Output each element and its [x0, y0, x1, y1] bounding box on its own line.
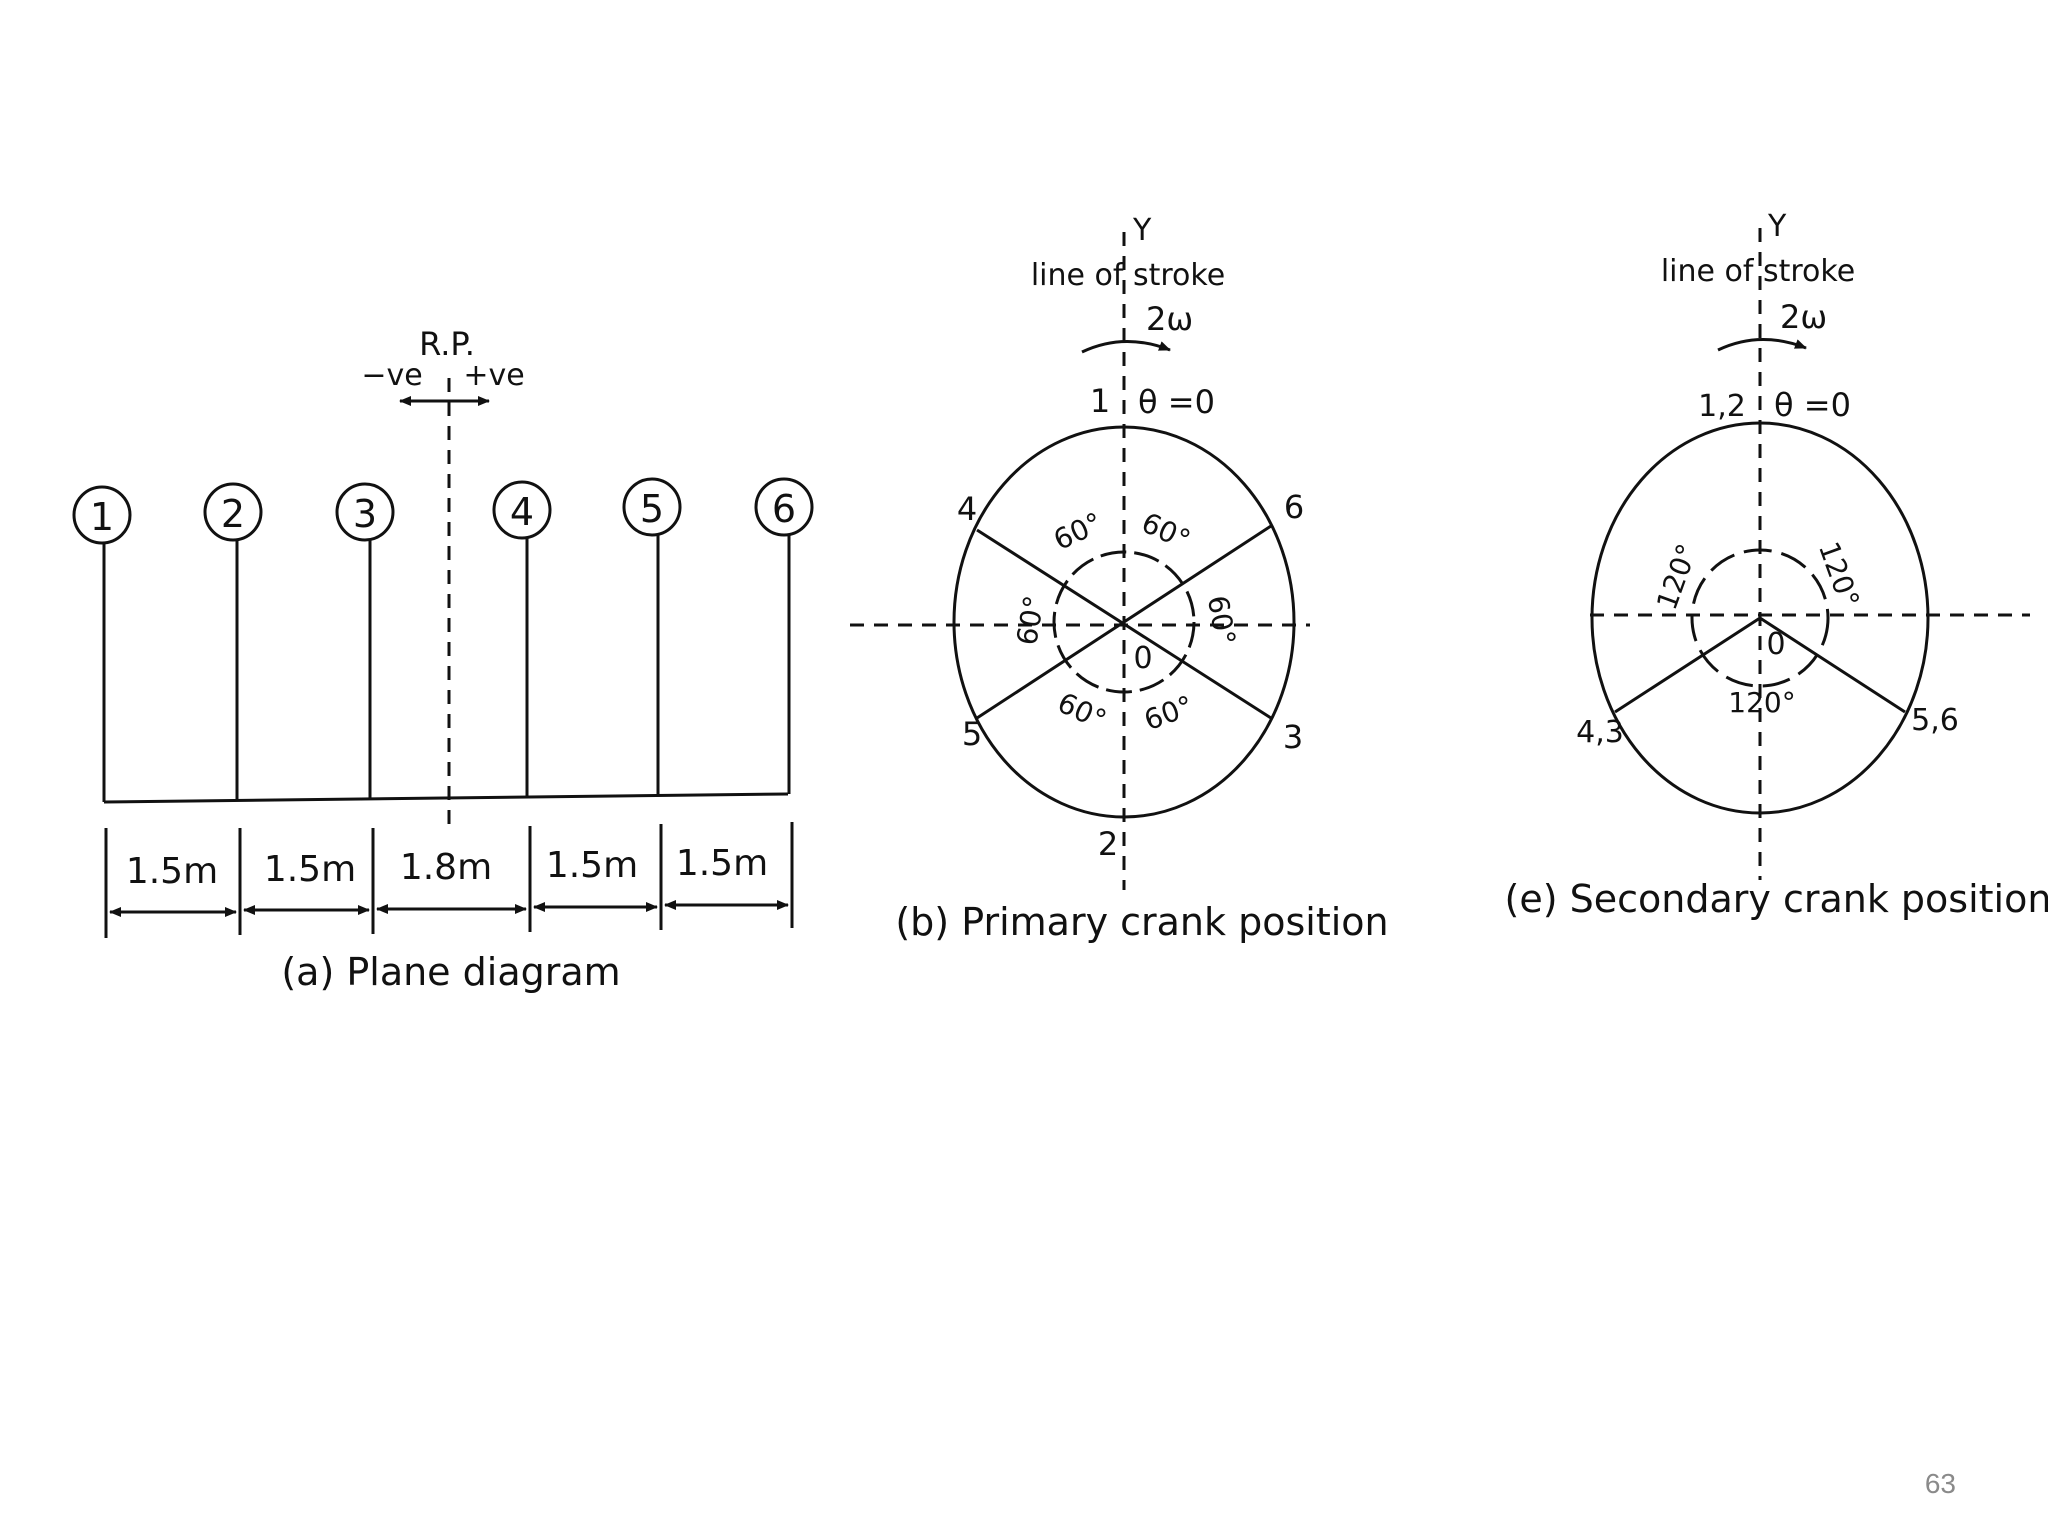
secondary-centre-label: 0: [1766, 627, 1785, 662]
primary-angle-label-4: 60°: [1201, 593, 1242, 648]
cylinder-6-label: 6: [772, 487, 796, 531]
cylinder-5-label: 5: [640, 487, 664, 531]
primary-crank-label-4: 4: [957, 490, 977, 528]
primary-theta-label: θ =0: [1138, 383, 1215, 421]
secondary-crank-label-4-3: 4,3: [1576, 715, 1624, 750]
cylinder-4-label: 4: [510, 490, 534, 534]
secondary-angle-label-1: 120°: [1650, 539, 1704, 614]
reference-plane-label: R.P.: [419, 325, 475, 363]
secondary-crank-line-4-3: [1614, 616, 1761, 714]
primary-crank-line-4-3: [976, 528, 1272, 720]
primary-angle-label-5: 60°: [1053, 686, 1112, 737]
primary-rotation-arrow: [1081, 340, 1171, 354]
secondary-theta-label: θ =0: [1774, 386, 1851, 424]
primary-crank-label-1: 1: [1090, 382, 1110, 420]
cylinder-6-circle: [754, 477, 814, 537]
positive-direction-label: +ve: [463, 358, 524, 393]
primary-crank-label-5: 5: [962, 715, 982, 753]
spacing-label-5: 1.5m: [676, 843, 768, 884]
negative-direction-label: −ve: [361, 358, 422, 393]
plane-baseline: [103, 792, 789, 804]
secondary-crank-line-5-6: [1759, 616, 1906, 714]
secondary-angle-label-3: 120°: [1728, 686, 1795, 719]
primary-crank-label-3: 3: [1283, 718, 1303, 756]
primary-centre-label: 0: [1133, 641, 1152, 676]
secondary-crank-label-5-6: 5,6: [1911, 703, 1959, 738]
page-number: 63: [1924, 1468, 1956, 1499]
cylinder-4-circle: [492, 480, 552, 540]
spacing-label-1: 1.5m: [126, 851, 218, 892]
secondary-line-of-stroke-label: line of stroke: [1661, 254, 1855, 289]
primary-angle-label-3: 60°: [1010, 593, 1051, 648]
primary-axis-label: Y: [1132, 213, 1152, 248]
secondary-crank-label-1-2: 1,2: [1698, 389, 1746, 424]
secondary-crank-caption: (e) Secondary crank position: [1505, 877, 2048, 921]
plane-diagram-caption: (a) Plane diagram: [281, 950, 620, 994]
spacing-label-3: 1.8m: [400, 847, 492, 888]
cylinder-1-circle: [72, 485, 132, 545]
secondary-angular-speed-label: 2ω: [1780, 298, 1827, 336]
primary-angular-speed-label: 2ω: [1146, 300, 1193, 338]
primary-angle-label-1: 60°: [1049, 506, 1108, 557]
secondary-angle-label-2: 120°: [1812, 537, 1866, 612]
secondary-rotation-arrow: [1717, 338, 1807, 352]
primary-crank-caption: (b) Primary crank position: [895, 900, 1388, 944]
secondary-crank-diagram: Y line of stroke 2ω θ =0 1,2 4,3 5,6 120…: [1505, 209, 2048, 921]
cylinder-3-circle: [335, 482, 395, 542]
cylinder-2-label: 2: [221, 492, 245, 536]
spacing-label-4: 1.5m: [546, 845, 638, 886]
dimension-ticks: [104, 822, 794, 938]
cylinder-2-circle: [203, 482, 263, 542]
secondary-axis-label: Y: [1767, 209, 1787, 244]
cylinder-3-label: 3: [353, 492, 377, 536]
primary-crank-line-6-5: [976, 524, 1272, 720]
cylinder-1-label: 1: [90, 495, 114, 539]
cylinder-5-circle: [622, 477, 682, 537]
primary-angle-label-6: 60°: [1140, 689, 1198, 737]
spacing-label-2: 1.5m: [264, 849, 356, 890]
primary-crank-diagram: Y line of stroke 2ω θ =0 1 2 3 4 5 6 60°…: [850, 213, 1389, 944]
primary-crank-label-2: 2: [1098, 825, 1118, 863]
primary-line-of-stroke-label: line of stroke: [1031, 258, 1225, 293]
primary-crank-label-6: 6: [1284, 488, 1304, 526]
dimension-arrows: [109, 900, 789, 917]
plane-diagram: 1 2 3 4 5 6 R.P. −ve +ve: [72, 325, 814, 994]
primary-angle-label-2: 60°: [1137, 506, 1196, 557]
